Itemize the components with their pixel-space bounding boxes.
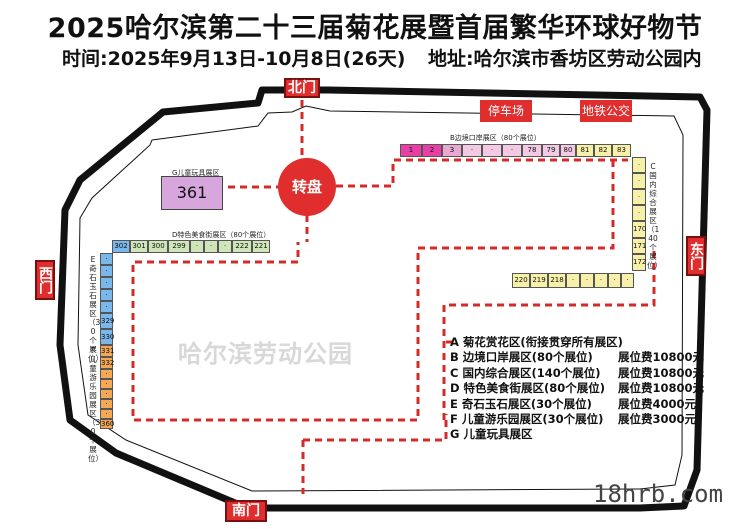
booth-cell: · bbox=[100, 277, 113, 289]
booth-cell: · bbox=[100, 399, 113, 409]
zone-legend: A 菊花赏花区(衔接贯穿所有展区) B 边境口岸展区(80个展位) 展位费1080… bbox=[450, 334, 704, 442]
legend-fee: 展位费10800元 bbox=[618, 381, 705, 396]
park-name-label: 哈尔滨劳动公园 bbox=[178, 340, 353, 368]
booth-cell: 3 bbox=[442, 144, 462, 157]
zone-c-label: C国内综合展区（140个展位） bbox=[647, 162, 662, 270]
booth-cell: · bbox=[580, 273, 594, 288]
legend-fee: 展位费4000元 bbox=[618, 396, 697, 411]
legend-item: G 儿童玩具展区 bbox=[450, 426, 623, 441]
legend-fee: 展位费3000元 bbox=[618, 411, 697, 426]
zone-d-booths: 302 301 300 299 · · · 222 221 bbox=[112, 240, 270, 253]
booth-cell: 83 bbox=[612, 144, 631, 157]
booth-cell: · bbox=[100, 409, 113, 419]
booth-cell: 300 bbox=[148, 240, 168, 253]
booth-cell: · bbox=[502, 144, 522, 157]
booth-cell: 330 bbox=[100, 329, 114, 345]
booth-cell: · bbox=[100, 253, 113, 265]
zone-e-f-booths: · · · · · 329 330 331 332 · · · · · 360 bbox=[100, 253, 115, 429]
booth-cell: · bbox=[190, 240, 204, 253]
booth-cell: 329 bbox=[100, 313, 114, 329]
legend-text: A 菊花赏花区(衔接贯穿所有展区) bbox=[450, 335, 623, 349]
booth-cell: · bbox=[100, 289, 113, 301]
zone-c-row-booths: 220 219 218 · · · · · bbox=[512, 273, 634, 288]
booth-cell: · bbox=[100, 369, 113, 379]
booth-cell: · bbox=[100, 265, 113, 277]
booth-cell: 299 bbox=[168, 240, 190, 253]
zone-b-booths: 1 2 3 · · · 78 79 80 81 82 83 bbox=[400, 144, 631, 157]
website-watermark: 18hrb.com bbox=[593, 480, 724, 508]
west-gate-label: 西门 bbox=[35, 260, 55, 300]
booth-cell: 81 bbox=[576, 144, 594, 157]
booth-cell: 222 bbox=[232, 240, 252, 253]
zone-e-label: E奇石玉石展区（30个展位） bbox=[88, 255, 103, 363]
booth-cell: 331 bbox=[100, 345, 115, 357]
zone-g-label: G儿童玩具展区 bbox=[172, 169, 220, 177]
legend-item: A 菊花赏花区(衔接贯穿所有展区) bbox=[450, 334, 623, 349]
zone-d-label: D特色美食街展区（80个展位） bbox=[172, 231, 271, 239]
booth-cell: · bbox=[632, 189, 646, 205]
legend-text: B 边境口岸展区(80个展位) bbox=[450, 350, 593, 365]
booth-cell: 301 bbox=[130, 240, 148, 253]
booth-cell: 80 bbox=[560, 144, 576, 157]
main-walkway bbox=[131, 100, 656, 494]
booth-cell: 219 bbox=[530, 273, 548, 288]
booth-cell: · bbox=[566, 273, 580, 288]
east-gate-label: 东门 bbox=[686, 236, 706, 276]
booth-cell: · bbox=[204, 240, 218, 253]
booth-cell: 171 bbox=[632, 238, 646, 254]
booth-cell: · bbox=[632, 157, 646, 173]
legend-item: C 国内综合展区(140个展位) 展位费10800元 bbox=[450, 365, 704, 380]
legend-text: E 奇石玉石展区(30个展位) bbox=[450, 396, 592, 411]
parking-tag: 停车场 bbox=[480, 100, 532, 122]
booth-cell: · bbox=[632, 205, 646, 221]
booth-cell: 302 bbox=[112, 240, 130, 253]
booth-cell: 172 bbox=[632, 254, 646, 271]
event-address: 地址:哈尔滨市香坊区劳动公园内 bbox=[428, 48, 702, 70]
booth-cell: 170 bbox=[632, 221, 646, 238]
legend-text: D 特色美食街展区(80个展位) bbox=[450, 381, 606, 396]
legend-text: F 儿童游乐园展区(30个展位) bbox=[450, 411, 604, 426]
zone-g-booth: 361 bbox=[161, 176, 223, 210]
legend-fee: 展位费10800元 bbox=[618, 365, 705, 380]
booth-cell: · bbox=[621, 273, 634, 288]
map-title: 2025哈尔滨第二十三届菊花展暨首届繁华环球好物节 bbox=[47, 13, 703, 44]
south-gate-label: 南门 bbox=[225, 500, 267, 522]
booth-cell: 220 bbox=[512, 273, 530, 288]
legend-fee: 展位费10800元 bbox=[618, 350, 705, 365]
booth-cell: · bbox=[100, 301, 113, 313]
booth-cell: · bbox=[218, 240, 232, 253]
metro-tag: 地铁公交 bbox=[580, 100, 632, 122]
booth-cell: 360 bbox=[100, 419, 115, 429]
legend-text: G 儿童玩具展区 bbox=[450, 427, 533, 442]
zone-b-label: B边境口岸展区（80个展位） bbox=[450, 134, 541, 142]
park-boundary bbox=[56, 86, 711, 512]
zone-c-booths: · · · · 170 171 172 bbox=[632, 157, 646, 271]
legend-item: D 特色美食街展区(80个展位) 展位费10800元 bbox=[450, 380, 704, 396]
booth-cell: · bbox=[608, 273, 621, 288]
zone-f-label: F儿童游乐园展区（30个展位） bbox=[88, 346, 103, 463]
booth-cell: · bbox=[100, 389, 113, 399]
legend-item: F 儿童游乐园展区(30个展位) 展位费3000元 bbox=[450, 411, 696, 426]
legend-text: C 国内综合展区(140个展位) bbox=[450, 365, 601, 380]
booth-cell: · bbox=[632, 173, 646, 189]
roundabout-marker: 转盘 bbox=[278, 158, 336, 216]
booth-cell: 79 bbox=[542, 144, 560, 157]
inner-boundary bbox=[77, 105, 684, 492]
legend-item: B 边境口岸展区(80个展位) 展位费10800元 bbox=[450, 349, 704, 365]
booth-cell: 1 bbox=[400, 144, 422, 157]
booth-cell: 218 bbox=[548, 273, 566, 288]
booth-cell: 332 bbox=[100, 357, 115, 369]
legend-item: E 奇石玉石展区(30个展位) 展位费4000元 bbox=[450, 396, 696, 411]
booth-cell: · bbox=[100, 379, 113, 389]
booth-cell: · bbox=[462, 144, 482, 157]
booth-cell: 2 bbox=[422, 144, 442, 157]
booth-cell: · bbox=[482, 144, 502, 157]
booth-cell: · bbox=[594, 273, 608, 288]
booth-cell: 82 bbox=[594, 144, 612, 157]
booth-cell: 78 bbox=[522, 144, 542, 157]
booth-cell: 221 bbox=[252, 240, 270, 253]
north-gate-label: 北门 bbox=[284, 78, 320, 98]
event-time: 时间:2025年9月13日-10月8日(26天) bbox=[62, 48, 406, 70]
